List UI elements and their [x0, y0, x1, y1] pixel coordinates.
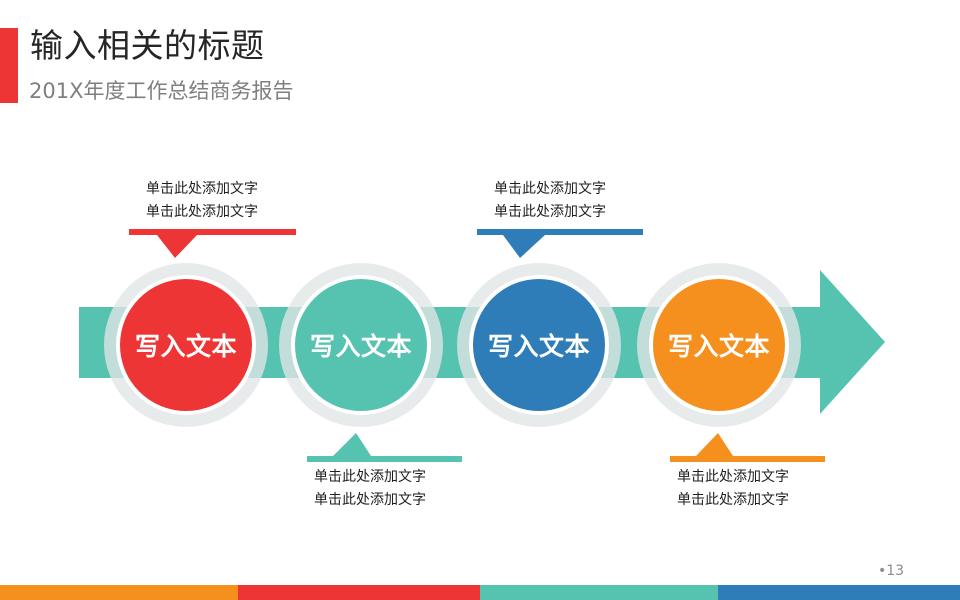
footer-stripe-teal — [480, 585, 718, 600]
callout-rule — [307, 456, 462, 462]
callout-text-line-1[interactable]: 单击此处添加文字 — [494, 181, 606, 197]
node-label: 写入文本 — [667, 332, 770, 361]
callout-text-line-2[interactable]: 单击此处添加文字 — [314, 492, 426, 508]
timeline-node-4[interactable]: 写入文本 — [637, 263, 801, 427]
callout-pointer-up-icon — [696, 433, 733, 456]
timeline-node-2[interactable]: 写入文本 — [279, 263, 443, 427]
footer-stripe-red — [238, 585, 480, 600]
node-core: 写入文本 — [653, 279, 785, 411]
callout-rule — [477, 229, 643, 235]
callout-rule — [670, 456, 825, 462]
callout-text-line-1[interactable]: 单击此处添加文字 — [314, 469, 426, 485]
timeline-node-1[interactable]: 写入文本 — [104, 263, 268, 427]
callout-pointer-down-icon — [157, 235, 197, 258]
node-core: 写入文本 — [120, 279, 252, 411]
timeline-node-3[interactable]: 写入文本 — [457, 263, 621, 427]
callout-text-line-2[interactable]: 单击此处添加文字 — [494, 204, 606, 220]
footer-stripe-blue — [718, 585, 960, 600]
page-title[interactable]: 输入相关的标题 — [30, 26, 265, 65]
callout-rule — [129, 229, 296, 235]
node-label: 写入文本 — [487, 332, 590, 361]
node-label: 写入文本 — [134, 332, 237, 361]
callout-text-line-1[interactable]: 单击此处添加文字 — [146, 181, 258, 197]
node-core: 写入文本 — [473, 279, 605, 411]
page-subtitle[interactable]: 201X年度工作总结商务报告 — [29, 79, 294, 103]
callout-pointer-up-icon — [333, 433, 371, 456]
callout-text-line-2[interactable]: 单击此处添加文字 — [677, 492, 789, 508]
callout-pointer-down-icon — [503, 235, 545, 258]
node-label: 写入文本 — [309, 332, 412, 361]
callout-text-line-2[interactable]: 单击此处添加文字 — [146, 204, 258, 220]
page-number: •13 — [878, 563, 905, 579]
callout-text-line-1[interactable]: 单击此处添加文字 — [677, 469, 789, 485]
node-core: 写入文本 — [295, 279, 427, 411]
timeline-arrow-head-icon — [820, 270, 885, 414]
title-accent-bar — [0, 28, 18, 103]
footer-stripe-orange — [0, 585, 238, 600]
